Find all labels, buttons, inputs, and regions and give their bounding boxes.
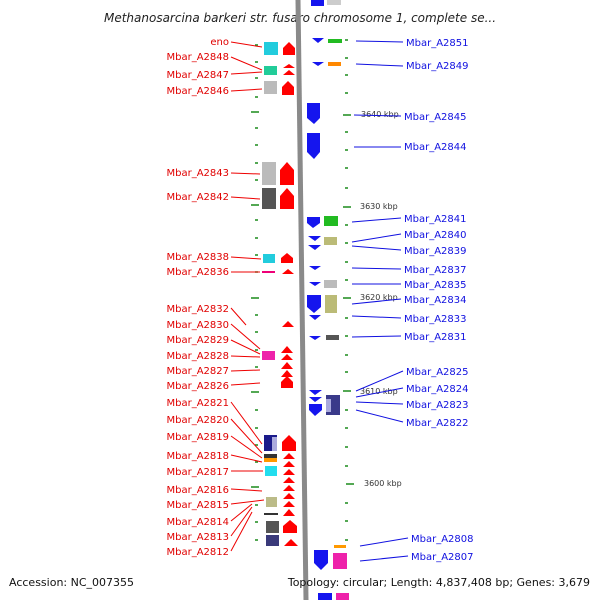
gene-label[interactable]: Mbar_A2832 bbox=[166, 304, 229, 315]
gene-label[interactable]: Mbar_A2828 bbox=[166, 351, 229, 362]
gene-label[interactable]: Mbar_A2838 bbox=[166, 252, 229, 263]
left-connectors bbox=[230, 41, 265, 552]
gene-label[interactable]: Mbar_A2813 bbox=[166, 532, 229, 543]
gene-label[interactable]: Mbar_A2847 bbox=[166, 70, 229, 81]
scale-label: 3610 kbp bbox=[360, 387, 398, 396]
right-features bbox=[307, 38, 349, 600]
gene-label[interactable]: Mbar_A2845 bbox=[404, 112, 467, 123]
gene-label[interactable]: Mbar_A2817 bbox=[166, 467, 229, 478]
gene-label[interactable]: Mbar_A2827 bbox=[166, 366, 229, 377]
gene-label[interactable]: Mbar_A2849 bbox=[406, 61, 469, 72]
gene-label[interactable]: eno bbox=[210, 37, 229, 48]
gene-label[interactable]: Mbar_A2846 bbox=[166, 86, 229, 97]
gene-label[interactable]: Mbar_A2833 bbox=[404, 314, 467, 325]
gene-label[interactable]: Mbar_A2831 bbox=[404, 332, 467, 343]
gene-label[interactable]: Mbar_A2829 bbox=[166, 335, 229, 346]
gene-label[interactable]: Mbar_A2839 bbox=[404, 246, 467, 257]
gene-label[interactable]: Mbar_A2851 bbox=[406, 38, 469, 49]
topology-text: Topology: circular; Length: 4,837,408 bp… bbox=[287, 576, 590, 589]
left-gene-labels: eno Mbar_A2848 Mbar_A2847 Mbar_A2846 Mba… bbox=[166, 37, 229, 558]
gene-label[interactable]: Mbar_A2843 bbox=[166, 168, 229, 179]
gene-label[interactable]: Mbar_A2821 bbox=[166, 398, 229, 409]
scale-label: 3620 kbp bbox=[360, 293, 398, 302]
right-gene-labels: Mbar_A2851 Mbar_A2849 Mbar_A2845 Mbar_A2… bbox=[404, 38, 474, 563]
gene-arrow bbox=[311, 0, 324, 6]
right-connectors bbox=[351, 40, 409, 562]
gene-label[interactable]: Mbar_A2822 bbox=[406, 418, 469, 429]
gene-label[interactable]: Mbar_A2834 bbox=[404, 295, 467, 306]
gene-label[interactable]: Mbar_A2848 bbox=[166, 52, 229, 63]
gene-label[interactable]: Mbar_A2820 bbox=[166, 415, 229, 426]
gene-label[interactable]: Mbar_A2841 bbox=[404, 214, 467, 225]
gene-label[interactable]: Mbar_A2842 bbox=[166, 192, 229, 203]
gene-label[interactable]: Mbar_A2823 bbox=[406, 400, 469, 411]
gene-label[interactable]: Mbar_A2818 bbox=[166, 451, 229, 462]
tick-marks bbox=[251, 39, 354, 541]
gene-label[interactable]: Mbar_A2844 bbox=[404, 142, 467, 153]
gene-label[interactable]: Mbar_A2835 bbox=[404, 280, 467, 291]
gene-block bbox=[327, 0, 341, 5]
scale-label: 3640 kbp bbox=[361, 110, 399, 119]
gene-label[interactable]: Mbar_A2819 bbox=[166, 432, 229, 443]
scale-labels: 3640 kbp 3630 kbp 3620 kbp 3610 kbp 3600… bbox=[360, 110, 402, 488]
gene-label[interactable]: Mbar_A2816 bbox=[166, 485, 229, 496]
gene-label[interactable]: Mbar_A2825 bbox=[406, 367, 469, 378]
gene-label[interactable]: Mbar_A2837 bbox=[404, 265, 467, 276]
gene-label[interactable]: Mbar_A2840 bbox=[404, 230, 467, 241]
left-features bbox=[262, 42, 298, 546]
gene-label[interactable]: Mbar_A2815 bbox=[166, 500, 229, 511]
gene-label[interactable]: Mbar_A2807 bbox=[411, 552, 474, 563]
scale-label: 3600 kbp bbox=[364, 479, 402, 488]
accession-text: Accession: NC_007355 bbox=[9, 576, 134, 589]
gene-label[interactable]: Mbar_A2814 bbox=[166, 517, 229, 528]
gene-label[interactable]: Mbar_A2830 bbox=[166, 320, 229, 331]
gene-label[interactable]: Mbar_A2836 bbox=[166, 267, 229, 278]
gene-label[interactable]: Mbar_A2824 bbox=[406, 384, 469, 395]
gene-label[interactable]: Mbar_A2808 bbox=[411, 534, 474, 545]
gene-label[interactable]: Mbar_A2826 bbox=[166, 381, 229, 392]
chromosome-backbone bbox=[295, 0, 309, 600]
scale-label: 3630 kbp bbox=[360, 202, 398, 211]
gene-label[interactable]: Mbar_A2812 bbox=[166, 547, 229, 558]
